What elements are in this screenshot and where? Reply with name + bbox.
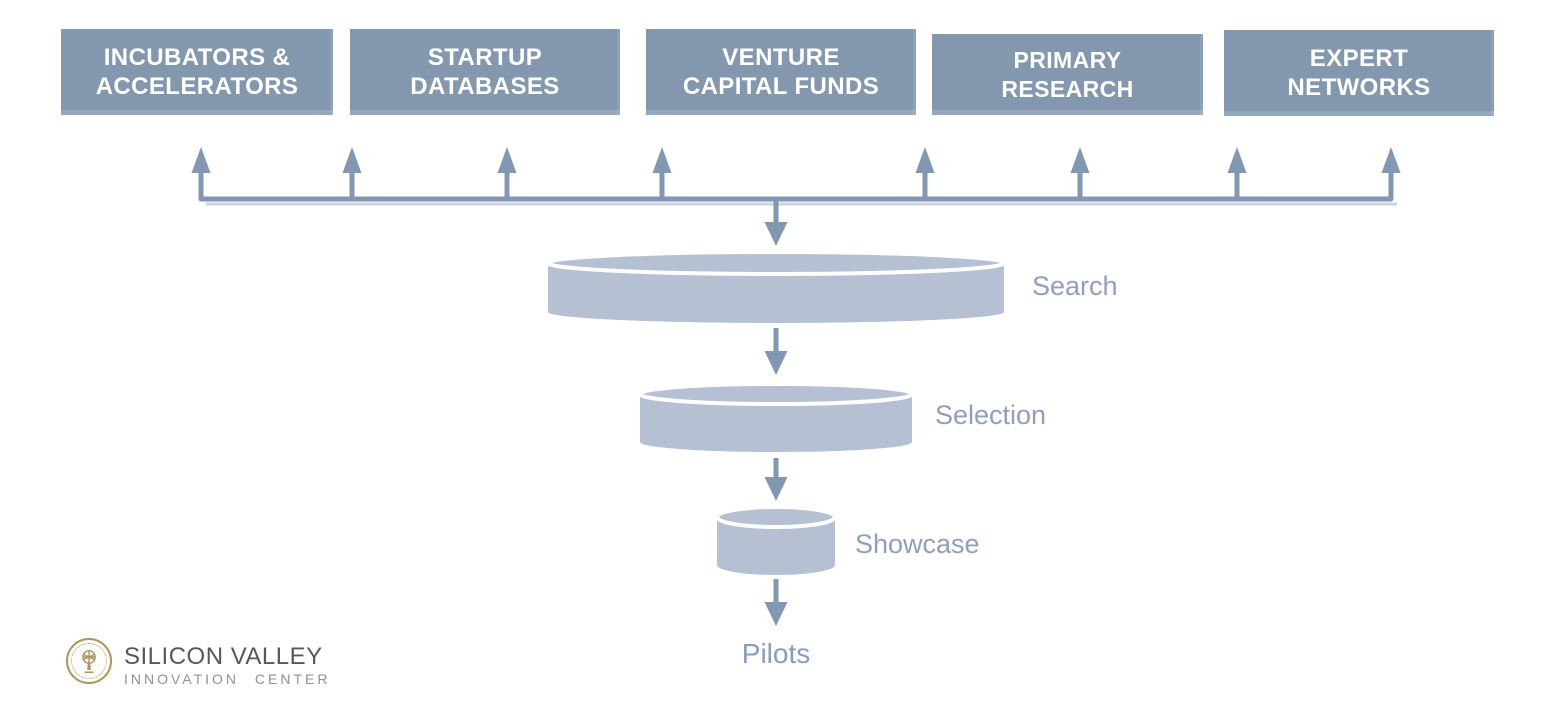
cylinder-selection — [638, 382, 914, 452]
up-arrow — [1227, 147, 1247, 199]
source-box-expert-networks: EXPERT NETWORKS — [1224, 30, 1494, 116]
down-arrow-to-showcase — [764, 458, 788, 501]
down-arrows-group — [764, 199, 788, 626]
tree-icon — [82, 650, 96, 673]
cylinder-showcase — [715, 505, 837, 575]
collector-line — [198, 176, 1394, 202]
up-arrows-group — [191, 147, 1401, 199]
source-box-label-line: EXPERT — [1309, 45, 1409, 72]
up-arrow — [497, 147, 517, 199]
source-box-incubators-accelerators: INCUBATORS & ACCELERATORS — [61, 29, 333, 115]
cylinder-search — [546, 250, 1006, 323]
down-arrow-to-search — [764, 199, 788, 246]
up-arrow — [342, 147, 362, 199]
up-arrow — [191, 147, 211, 199]
down-arrow-to-pilots — [764, 579, 788, 626]
stage-label-selection: Selection — [935, 400, 1047, 430]
logo-seal-icon — [66, 638, 112, 684]
source-box-label-line: INCUBATORS & — [103, 44, 291, 71]
source-box-label-line: STARTUP — [427, 44, 543, 71]
logo-text: SILICON VALLEY INNOVATION CENTER — [124, 638, 331, 688]
logo-subtitle: INNOVATION CENTER — [124, 671, 331, 687]
source-box-label-line: ACCELERATORS — [95, 73, 299, 100]
source-box-startup-databases: STARTUP DATABASES — [350, 29, 620, 115]
source-box-label-line: VENTURE — [722, 44, 840, 71]
source-box-label-line: PRIMARY — [1013, 46, 1122, 73]
source-box-label-line: CAPITAL FUNDS — [682, 73, 880, 100]
up-arrow — [1070, 147, 1090, 199]
stage-label-search: Search — [1032, 271, 1118, 301]
stage-label-showcase: Showcase — [855, 529, 980, 559]
source-box-primary-research: PRIMARY RESEARCH — [932, 34, 1203, 115]
up-arrow — [1381, 147, 1401, 199]
outcome-label-pilots: Pilots — [741, 638, 811, 669]
up-arrow — [915, 147, 935, 199]
logo-name: SILICON VALLEY — [124, 643, 323, 670]
source-box-label-line: DATABASES — [410, 73, 560, 100]
down-arrow-to-selection — [764, 328, 788, 375]
logo-seal-ring — [71, 643, 107, 679]
source-box-venture-capital-funds: VENTURE CAPITAL FUNDS — [646, 29, 916, 115]
source-box-label-line: RESEARCH — [1001, 75, 1134, 102]
silicon-valley-innovation-center-logo: SILICON VALLEY INNOVATION CENTER — [66, 638, 331, 687]
up-arrow — [652, 147, 672, 199]
source-box-label-line: NETWORKS — [1287, 74, 1431, 101]
